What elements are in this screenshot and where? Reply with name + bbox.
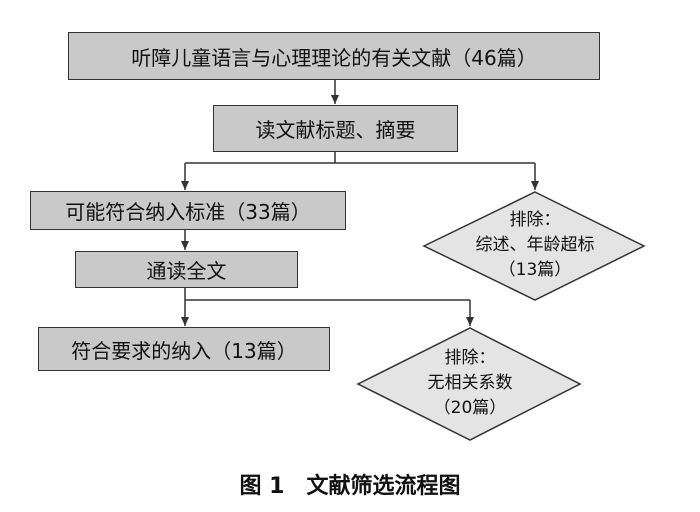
read-fulltext-box: 通读全文 <box>75 251 298 288</box>
exclusion-1-diamond <box>422 191 646 301</box>
read-titles-box: 读文献标题、摘要 <box>213 105 458 152</box>
included-box: 符合要求的纳入（13篇） <box>38 327 330 371</box>
exclusion-2-count: （20篇） <box>433 398 507 418</box>
possibly-eligible-label: 可能符合纳入标准（33篇） <box>65 200 311 224</box>
possibly-eligible-box: 可能符合纳入标准（33篇） <box>30 191 346 230</box>
exclusion-2-diamond <box>356 327 582 441</box>
exclusion-2-title: 排除： <box>444 348 496 368</box>
exclusion-1-count: （13篇） <box>498 260 572 280</box>
exclusion-1-reason: 综述、年龄超标 <box>475 235 595 255</box>
exclusion-1-title: 排除： <box>509 210 561 230</box>
source-literature-box: 听障儿童语言与心理理论的有关文献（46篇） <box>68 32 600 80</box>
exclusion-2-text: 排除： 无相关系数 （20篇） <box>375 346 565 421</box>
read-titles-label: 读文献标题、摘要 <box>255 118 416 142</box>
source-literature-label: 听障儿童语言与心理理论的有关文献（46篇） <box>131 45 537 70</box>
figure-caption: 图 1 文献筛选流程图 <box>239 474 461 499</box>
exclusion-2-reason: 无相关系数 <box>427 373 513 393</box>
exclusion-1-text: 排除： 综述、年龄超标 （13篇） <box>440 208 630 283</box>
included-label: 符合要求的纳入（13篇） <box>71 338 297 363</box>
read-fulltext-label: 通读全文 <box>146 259 227 283</box>
